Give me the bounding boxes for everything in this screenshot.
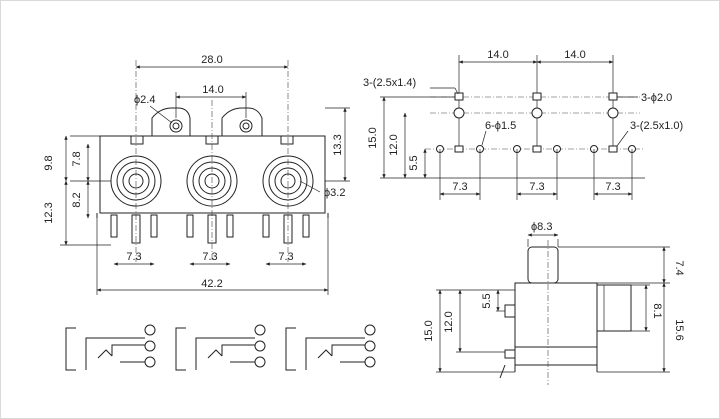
dim-pcb-height-3: 5.5	[408, 155, 420, 170]
dim-side-top-height: 7.4	[673, 260, 685, 275]
dim-side-c: 15.0	[423, 320, 435, 341]
label-pcb-hole-2: 6-ϕ1.5	[485, 120, 516, 132]
front-pins	[110, 214, 310, 244]
schematic-symbol-3	[285, 324, 376, 371]
dim-left-height-3: 8.2	[71, 192, 83, 207]
label-pcb-hole-1: 3-ϕ2.0	[641, 92, 672, 104]
side-rear-block	[596, 284, 632, 332]
label-pcb-slot-1: 3-(2.5x1.4)	[363, 77, 416, 89]
schematic-symbol-1	[65, 324, 156, 371]
dim-side-e: 15.6	[673, 319, 685, 340]
dim-jack-diameter: ϕ3.2	[324, 187, 345, 199]
dim-pcb-height-2: 12.0	[388, 134, 400, 155]
dim-boss-hole: ϕ2.4	[134, 94, 155, 106]
dim-boss-pitch: 14.0	[202, 84, 223, 96]
dim-pcb-spacing-2: 7.3	[529, 181, 544, 193]
dim-pin-pitch-3: 7.3	[278, 251, 293, 263]
pcb-hole-large	[531, 107, 543, 119]
dim-left-height-2: 7.8	[71, 151, 83, 166]
dim-left-height-1: 9.8	[43, 155, 55, 170]
dim-top-width: 28.0	[201, 54, 222, 66]
dim-side-a: 5.5	[481, 293, 493, 308]
dim-pcb-spacing-1: 7.3	[452, 181, 467, 193]
pcb-slot	[454, 92, 464, 101]
dim-pcb-pitch-1: 14.0	[487, 49, 508, 61]
schematic-symbol-2	[175, 324, 266, 371]
dim-overall-width: 42.2	[201, 278, 222, 290]
dim-pin-pitch-2: 7.3	[202, 251, 217, 263]
dim-side-d: 8.1	[651, 303, 663, 318]
side-view: ϕ8.3 7.4 8.1 15.6 15.0 1	[423, 221, 685, 385]
dim-pcb-height-1: 15.0	[367, 127, 379, 148]
label-pcb-slot-2: 3-(2.5x1.0)	[630, 120, 683, 132]
pcb-layout: 14.0 14.0 3-(2.5x1.4) 3-ϕ2.0 6-ϕ1.5	[363, 49, 683, 200]
dim-pcb-pitch-2: 14.0	[564, 49, 585, 61]
dim-left-height-4: 12.3	[43, 202, 55, 223]
dim-side-b: 12.0	[443, 311, 455, 332]
right-boss	[221, 107, 263, 136]
side-body	[514, 282, 598, 366]
front-view: 28.0 14.0 ϕ2.4 9.8 7.8 8.2 12.3 13.3 ϕ3.…	[43, 54, 350, 295]
dim-pcb-spacing-3: 7.3	[605, 181, 620, 193]
pcb-hole-large	[453, 107, 465, 119]
pcb-slot	[608, 92, 618, 101]
dim-right-height: 13.3	[332, 134, 344, 155]
dim-pin-pitch-1: 7.3	[126, 251, 141, 263]
left-boss	[151, 107, 191, 136]
dim-side-top-diameter: ϕ8.3	[531, 221, 552, 233]
pcb-slot	[532, 92, 542, 101]
pcb-hole-large	[607, 107, 619, 119]
side-jack-cylinder	[527, 246, 559, 284]
